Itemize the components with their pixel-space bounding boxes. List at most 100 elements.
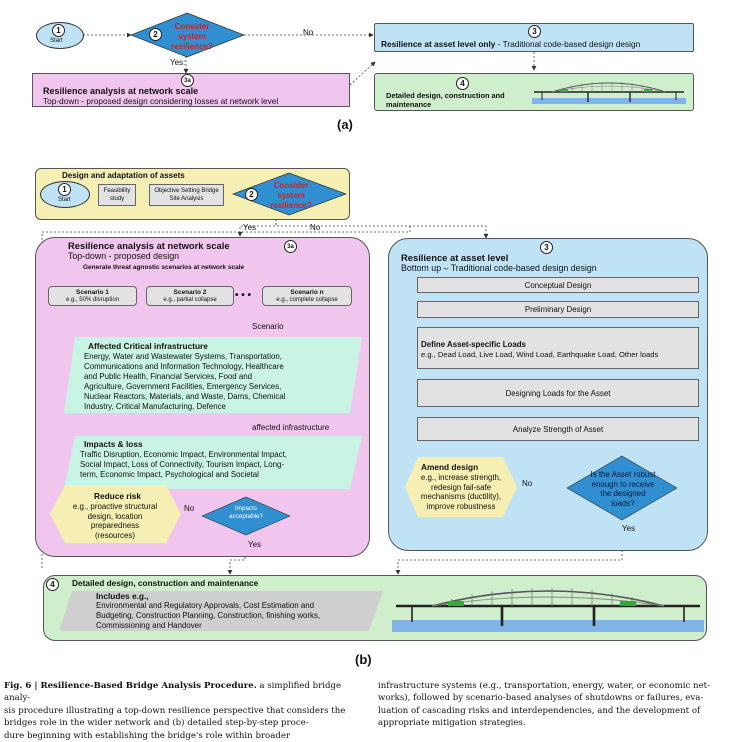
designing-loads-box[interactable]: Designing Loads for the Asset: [417, 379, 699, 407]
impacts-line: Traffic Disruption, Economic Impact, Env…: [80, 450, 287, 459]
scenario-n-box[interactable]: Scenario n e.g., complete collapse: [262, 286, 352, 306]
scenario-2-box[interactable]: Scenario 2 e.g., partial collapse: [146, 286, 234, 306]
reduce-line: (resources): [95, 530, 135, 540]
step-number-badge: 4: [456, 77, 469, 90]
reduce-line: preparedness: [90, 521, 140, 531]
step-number-badge: 3a: [284, 240, 297, 253]
no-label-robust: No: [522, 479, 533, 488]
caption-bold: Fig. 6 | Resilience-Based Bridge Analysi…: [4, 681, 257, 691]
no-label-b: No: [310, 223, 321, 232]
design-adaptation-title: Design and adaptation of assets: [62, 171, 185, 180]
preliminary-design-box[interactable]: Preliminary Design: [417, 301, 699, 318]
generate-scenarios-label: Generate threat agnostic scenarios at ne…: [83, 264, 245, 271]
define-loads-box[interactable]: [417, 327, 699, 369]
more-scenarios-dots: • • •: [235, 290, 252, 301]
includes-line: Commissioning and Handover: [96, 620, 202, 630]
scenario-sub: e.g., complete collapse: [276, 297, 338, 303]
affected-parallelogram: [64, 337, 362, 413]
reduce-risk-list: e.g., proactive structural design, locat…: [60, 502, 170, 540]
step-number-badge: 2: [245, 188, 258, 201]
robust-line: the designed: [600, 489, 646, 499]
detailed-text-a: Detailed design, construction and mainte…: [386, 91, 505, 109]
impacts-title: Impacts & loss: [84, 439, 143, 449]
impacts-parallelogram: [64, 436, 362, 489]
conceptual-design-box[interactable]: Conceptual Design: [417, 277, 699, 293]
affected-line: Industry, Critical Manufacturing, Defenc…: [84, 402, 226, 411]
includes-title: Includes e.g.,: [96, 591, 149, 601]
decision-diamond-b[interactable]: [232, 172, 347, 216]
network-title-a: Resilience analysis at network scale: [43, 86, 199, 96]
caption-line: luation of cascading risks and interdepe…: [378, 705, 701, 716]
caption-line: dure beginning with establishing the bri…: [4, 730, 291, 741]
robust-line: loads?: [611, 498, 635, 508]
detailed-title-b: Detailed design, construction and mainte…: [72, 578, 259, 588]
robust-decision-diamond[interactable]: [566, 455, 678, 521]
feasibility-box[interactable]: Feasibility study: [98, 184, 136, 206]
robust-line: enough to receive: [591, 479, 655, 489]
amend-line: improve robustness: [426, 501, 496, 511]
network-sub-a: Top-down - proposed design considering l…: [43, 96, 279, 106]
bridge-illustration-b: [392, 588, 704, 632]
impacts-acceptable-text: Impacts acceptable?: [229, 505, 263, 520]
amend-design-hexagon: [405, 457, 517, 517]
asset-title-b: Resilience at asset level: [401, 252, 509, 263]
scenario-title: Scenario 1: [76, 289, 109, 296]
asset-only-rest: - Traditional code-based design design: [495, 39, 641, 49]
step-number-badge: 3: [528, 25, 541, 38]
affected-list: Energy, Water and Wastewater Systems, Tr…: [84, 352, 285, 412]
yes-label-acceptable: Yes: [248, 540, 262, 549]
step-number-badge: 3a: [181, 74, 194, 87]
step-number-badge: 1: [58, 183, 71, 196]
asset-only-text: Resilience at asset level only - Traditi…: [381, 39, 640, 49]
no-label-a: No: [303, 28, 314, 37]
impacts-line: Social Impact, Loss of Connectivity, Tou…: [80, 460, 285, 469]
includes-list: Environmental and Regulatory Approvals, …: [96, 601, 320, 630]
amend-design-title: Amend design: [421, 462, 479, 472]
reduce-risk-title: Reduce risk: [94, 491, 142, 501]
yes-label-b: Yes: [243, 223, 257, 232]
scenario-sub: e.g., partial collapse: [163, 297, 217, 303]
reduce-line: e.g., proactive structural: [72, 502, 158, 511]
panel-label-b: (b): [355, 652, 372, 667]
includes-line: Environmental and Regulatory Approvals, …: [96, 601, 314, 610]
amend-line: e.g., increase strength,: [420, 473, 502, 482]
robust-line: Is the Asset robust: [590, 470, 656, 479]
scenario-1-box[interactable]: Scenario 1 e.g., 50% disruption: [48, 286, 137, 306]
caption-line: bridges role in the wider network and (b…: [4, 718, 309, 729]
amend-line: redesign fail-safe: [430, 482, 492, 492]
panel-label-a: (a): [337, 117, 353, 132]
caption-line: infrastructure systems (e.g., transporta…: [378, 681, 711, 691]
start-label-b: Start: [58, 197, 71, 203]
affected-arrow-label: affected infrastructure: [252, 423, 330, 432]
amend-line: mechanisms (ductility),: [420, 492, 502, 502]
yes-label-robust: Yes: [622, 524, 636, 533]
robust-decision-text: Is the Asset robust enough to receive th…: [583, 470, 663, 508]
decision-text-a: Consider system resilience?: [171, 22, 213, 51]
asset-sub-b: Bottom up – Traditional code-based desig…: [401, 263, 597, 273]
impacts-line: term, Economic Impact, Psychological and…: [80, 470, 259, 479]
affected-title: Affected Critical infrastructure: [88, 341, 208, 351]
amend-design-list: e.g., increase strength, redesign fail-s…: [406, 473, 516, 511]
caption-line: sis procedure illustrating a top-down re…: [4, 705, 346, 716]
impacts-list: Traffic Disruption, Economic Impact, Env…: [80, 450, 287, 480]
includes-line: Budgeting, Construction Planning, Constr…: [96, 610, 321, 620]
includes-parallelogram: [59, 591, 383, 631]
step-number-badge: 3: [540, 241, 553, 254]
affected-line: Agriculture, Government Facilities, Emer…: [84, 382, 282, 391]
impacts-acceptable-diamond[interactable]: [201, 496, 291, 536]
caption-line: appropriate mitigation strategies.: [378, 718, 526, 729]
decision-diamond-a[interactable]: [130, 12, 245, 58]
reduce-risk-hexagon: [50, 485, 181, 543]
step-number-badge: 1: [52, 24, 65, 37]
analyze-strength-box[interactable]: Analyze Strength of Asset: [417, 417, 699, 441]
objective-box[interactable]: Objective Setting Bridge Site Analysis: [149, 184, 224, 206]
decision-text-b: Consider system resilience?: [270, 181, 312, 210]
network-sub-b: Top-down - proposed design: [68, 251, 180, 261]
caption-line: Fig. 6 | Resilience-Based Bridge Analysi…: [4, 680, 364, 705]
asset-only-bold: Resilience at asset level only: [381, 39, 496, 49]
define-loads-sub: e.g., Dead Load, Live Load, Wind Load, E…: [421, 350, 659, 359]
scenario-title: Scenario n: [290, 289, 324, 296]
caption-text: a simplified bridge analy-: [4, 681, 342, 704]
define-loads-title: Define Asset-specific Loads: [421, 340, 526, 349]
figure-caption-right: infrastructure systems (e.g., transporta…: [378, 680, 738, 730]
